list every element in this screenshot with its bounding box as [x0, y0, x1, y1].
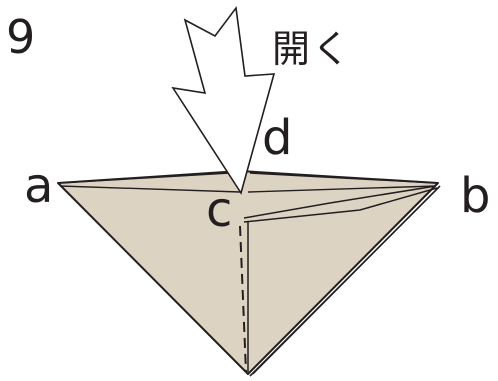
point-label-a: a — [24, 162, 53, 210]
step-number: 9 — [6, 14, 35, 60]
point-label-b: b — [460, 172, 490, 220]
point-label-c: c — [206, 186, 232, 234]
open-arrow-icon — [173, 8, 274, 193]
point-label-d: d — [262, 114, 292, 162]
action-label: 開く — [272, 30, 352, 68]
